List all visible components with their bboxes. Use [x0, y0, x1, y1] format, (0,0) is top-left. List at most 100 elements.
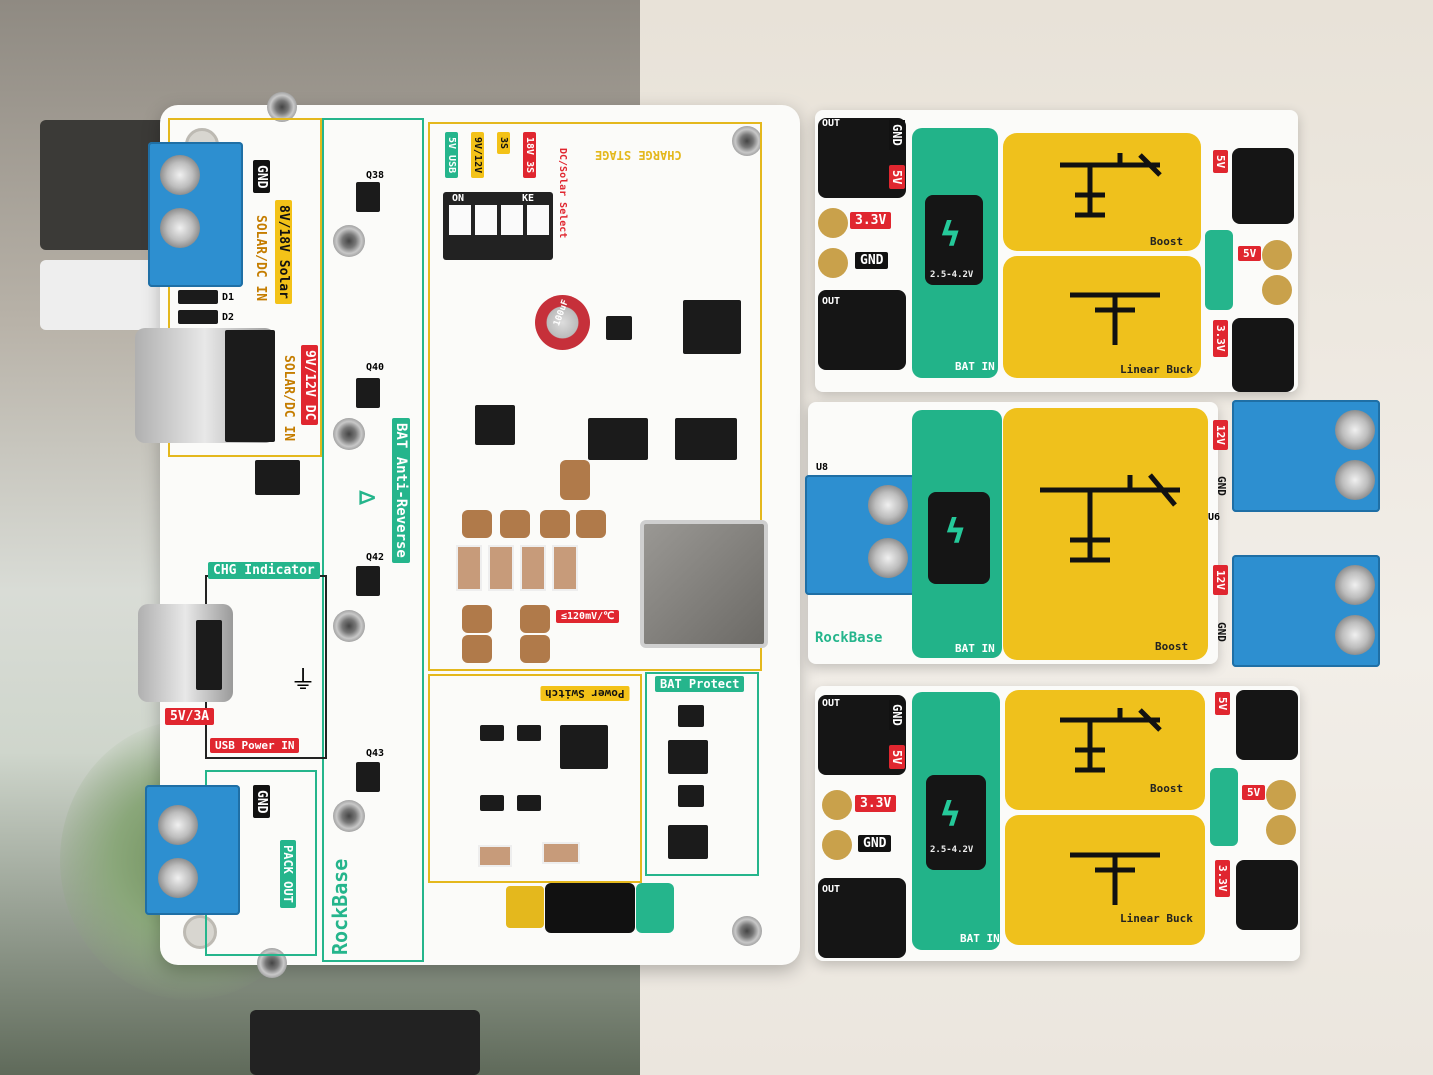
out-connector-block[interactable] — [1236, 860, 1298, 930]
terminal-screw-icon[interactable] — [868, 538, 908, 578]
out-connector-block[interactable] — [1236, 690, 1298, 760]
chg-indicator-label: CHG Indicator — [208, 562, 320, 579]
sw-option-1: 5V USB — [445, 132, 458, 179]
lightning-bolt-icon: ϟ — [945, 512, 966, 552]
bat-in-label: BAT IN — [955, 360, 995, 373]
linear-buck-label: Linear Buck — [1120, 912, 1193, 925]
solder-pad — [1266, 815, 1296, 845]
smd-capacitor — [488, 545, 514, 591]
capacitor-c3 — [606, 316, 632, 340]
pin-3v3-label: 3.3V — [855, 795, 897, 812]
diode-d2 — [178, 310, 218, 324]
out-connector-block[interactable] — [818, 290, 906, 370]
linear-buck-label: Linear Buck — [1120, 363, 1193, 376]
smd-capacitor — [478, 845, 512, 867]
diode-symbol-icon: ⊳ — [358, 480, 377, 515]
solder-pad — [1262, 240, 1292, 270]
dc-solar-select-label: DC/Solar Select — [557, 148, 568, 239]
battery-icon — [576, 510, 606, 538]
pin-5v-label: 5V — [1213, 150, 1228, 174]
ic-bat-protect — [668, 825, 708, 859]
pin-5v-label: 5V — [889, 745, 905, 770]
gnd-label: GND — [253, 160, 270, 194]
solar-voltage-label: 8V/18V Solar — [275, 200, 292, 304]
battery-icon — [926, 775, 986, 870]
q38-label: Q38 — [366, 170, 385, 181]
u6-label: U6 — [1208, 512, 1221, 523]
dc-voltage-label: 9V/12V DC — [301, 345, 318, 426]
solder-pad — [818, 208, 848, 238]
mosfet-u20 — [678, 785, 704, 807]
pin-gnd-label: GND — [889, 700, 905, 730]
czmb-label: ≤120mV/℃ — [556, 610, 620, 623]
power-inductor — [640, 520, 768, 648]
ic-u13 — [475, 405, 515, 445]
standoff-icon — [732, 916, 762, 946]
battery-icon — [462, 510, 492, 538]
transistor — [480, 725, 504, 741]
terminal-screw-icon[interactable] — [160, 208, 200, 248]
dip-on-label: ON — [452, 193, 465, 204]
battery-icon — [462, 635, 492, 663]
bat-protect-label: BAT Protect — [655, 676, 745, 692]
charge-stage-label: CHARGE STAGE — [595, 148, 682, 162]
linear-buck-section — [1003, 256, 1201, 378]
out-connector-block[interactable] — [1232, 318, 1294, 392]
mosfet-d19 — [588, 418, 648, 460]
power-switch-section — [428, 674, 642, 883]
linear-buck-schematic-icon — [1070, 292, 1160, 345]
solder-pad — [822, 830, 852, 860]
blurred-monitor — [250, 1010, 480, 1075]
pack-out-label: PACK OUT — [280, 840, 296, 908]
dip-switch-3[interactable] — [501, 205, 523, 235]
solder-pad — [1266, 780, 1296, 810]
mounting-hole — [183, 915, 217, 949]
boost-label: Boost — [1155, 640, 1189, 653]
boost-schematic-icon — [1040, 473, 1180, 563]
solar-dc-input-section — [168, 118, 322, 457]
battery-icon — [500, 510, 530, 538]
dip-switch-1[interactable] — [449, 205, 471, 235]
solar-panel-icon — [506, 886, 544, 928]
mosfet-u17 — [678, 705, 704, 727]
transistor — [517, 725, 541, 741]
anti-reverse-section — [322, 118, 424, 962]
dip-switch-4[interactable] — [527, 205, 549, 235]
transistor — [480, 795, 504, 811]
usb-icon: ⏚ — [290, 666, 317, 696]
out-connector-block[interactable] — [818, 878, 906, 958]
terminal-screw-icon[interactable] — [158, 805, 198, 845]
pin-gnd-label: GND — [858, 835, 892, 852]
mosfet-q28 — [683, 300, 741, 354]
terminal-screw-icon[interactable] — [868, 485, 908, 525]
pin-3v3-label: 3.3V — [850, 212, 892, 229]
usb-power-in-label: USB Power IN — [210, 738, 300, 753]
led-indicator — [333, 610, 365, 642]
out-connector-block[interactable] — [1232, 148, 1294, 224]
terminal-screw-icon[interactable] — [1335, 410, 1375, 450]
dc-jack-body — [225, 330, 275, 442]
smd-capacitor — [552, 545, 578, 591]
dip-ke-label: KE — [522, 193, 535, 204]
solder-pad — [1262, 275, 1292, 305]
battery-icon — [928, 492, 990, 584]
terminal-screw-icon[interactable] — [1335, 565, 1375, 605]
pack-out-terminal-block[interactable] — [145, 785, 240, 915]
pin-gnd-label: GND — [1215, 622, 1228, 642]
electrolytic-capacitor — [535, 295, 590, 350]
pin-gnd-label: GND — [1215, 476, 1228, 496]
pin-5v-label: 5V — [889, 165, 905, 190]
terminal-screw-icon[interactable] — [1335, 460, 1375, 500]
pin-12v-label: 12V — [1213, 565, 1228, 595]
usb-out-icon — [1210, 768, 1238, 846]
dip-switch-2[interactable] — [475, 205, 497, 235]
q43-label: Q43 — [366, 748, 385, 759]
terminal-screw-icon[interactable] — [160, 155, 200, 195]
terminal-screw-icon[interactable] — [1335, 615, 1375, 655]
q40-label: Q40 — [366, 362, 385, 373]
rockbase-logo: RockBase — [328, 858, 352, 955]
smd-capacitor — [456, 545, 482, 591]
terminal-screw-icon[interactable] — [158, 858, 198, 898]
dc-in-label: SOLAR/DC IN — [281, 355, 296, 442]
battery-icon — [925, 195, 983, 285]
